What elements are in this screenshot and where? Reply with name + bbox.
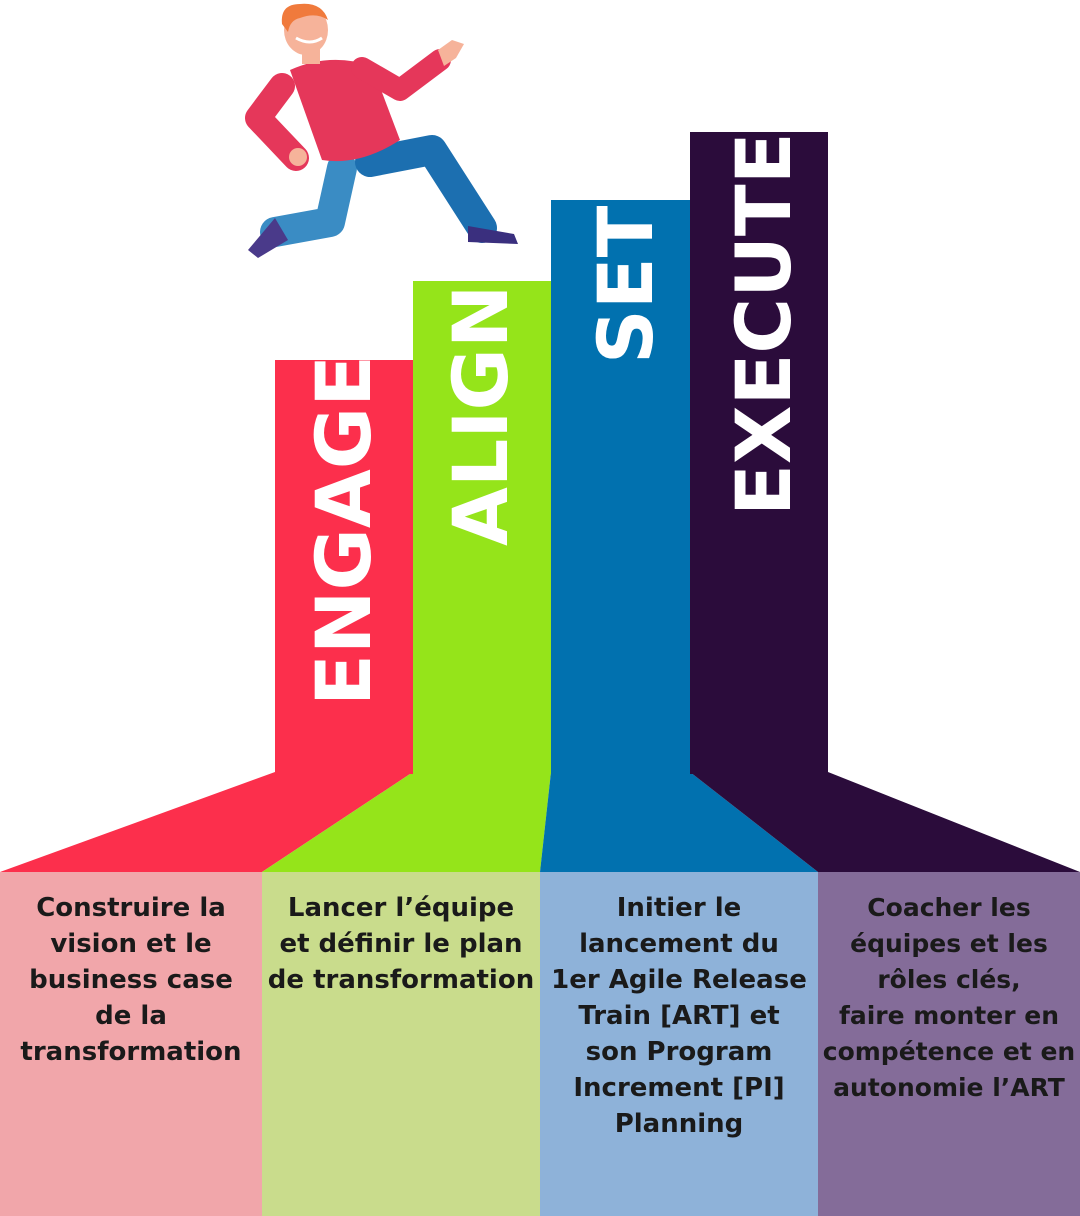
engage-label: ENGAGE	[299, 355, 388, 706]
execute-description: Coacher les équipes et les rôles clés, f…	[822, 893, 1076, 1102]
set-column	[551, 200, 691, 774]
align-description: Lancer l’équipe et définir le plan de tr…	[267, 893, 535, 995]
align-label: ALIGN	[436, 284, 525, 546]
execute-label: EXECUTE	[719, 132, 808, 516]
execute-column	[690, 132, 828, 774]
set-description-panel: Initier le lancement du 1er Agile Releas…	[540, 872, 818, 1216]
execute-description-panel: Coacher les équipes et les rôles clés, f…	[818, 872, 1080, 1216]
engage-description: Construire la vision et le business case…	[20, 893, 242, 1067]
jumping-person-illustration	[245, 3, 518, 258]
align-column	[413, 281, 552, 774]
set-column-base	[540, 772, 818, 872]
set-label: SET	[581, 205, 670, 364]
align-description-panel: Lancer l’équipe et définir le plan de tr…	[262, 872, 540, 1216]
engage-description-panel: Construire la vision et le business case…	[0, 872, 262, 1216]
engage-column-base	[0, 772, 413, 872]
align-column-base	[262, 772, 551, 872]
engage-column	[275, 360, 414, 774]
execute-column-base	[690, 772, 1080, 872]
set-description: Initier le lancement du 1er Agile Releas…	[551, 893, 807, 1139]
